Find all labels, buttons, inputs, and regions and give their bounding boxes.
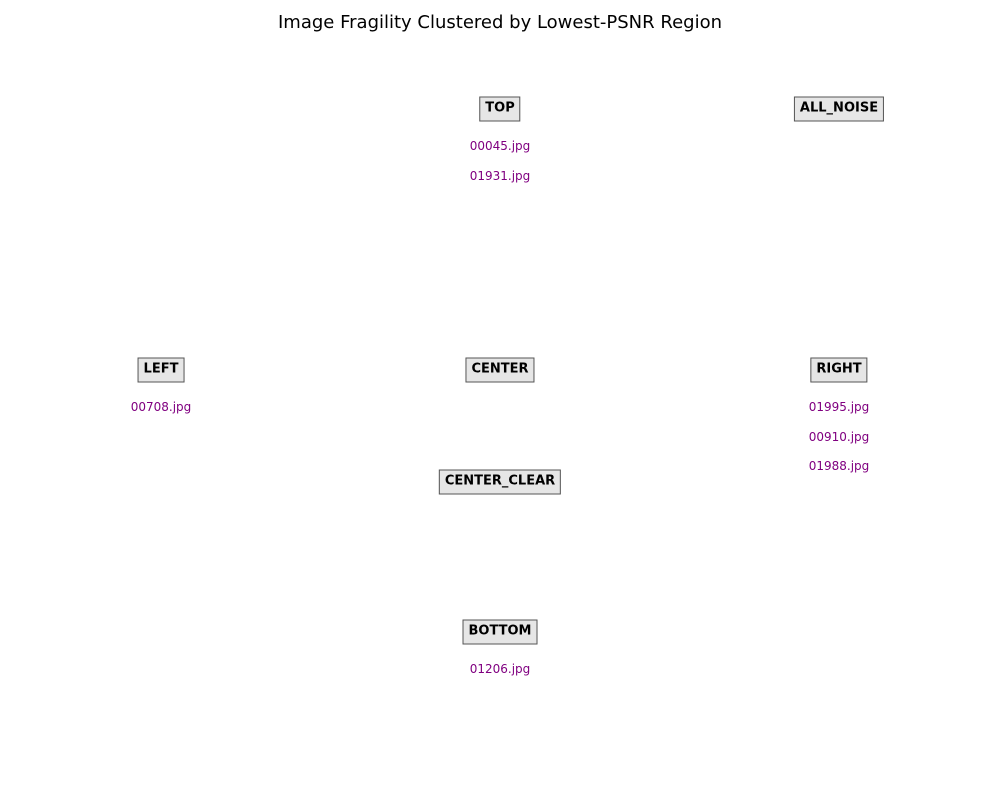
- file-item: 01206.jpg: [469, 662, 531, 676]
- region-label-center-clear: CENTER_CLEAR: [438, 469, 562, 495]
- file-item: 00045.jpg: [469, 139, 531, 153]
- region-label-top: TOP: [479, 96, 521, 122]
- file-item: 01995.jpg: [808, 400, 870, 414]
- region-label-right: RIGHT: [810, 357, 868, 383]
- region-label-left: LEFT: [137, 357, 185, 383]
- file-item: 00708.jpg: [130, 400, 192, 414]
- file-item: 00910.jpg: [808, 429, 870, 444]
- diagram-title: Image Fragility Clustered by Lowest-PSNR…: [278, 12, 722, 33]
- region-label-bottom: BOTTOM: [462, 619, 538, 645]
- file-item: 01931.jpg: [469, 168, 531, 183]
- file-item: 01988.jpg: [808, 459, 870, 473]
- region-label-all-noise: ALL_NOISE: [793, 96, 885, 122]
- region-label-center: CENTER: [465, 357, 535, 383]
